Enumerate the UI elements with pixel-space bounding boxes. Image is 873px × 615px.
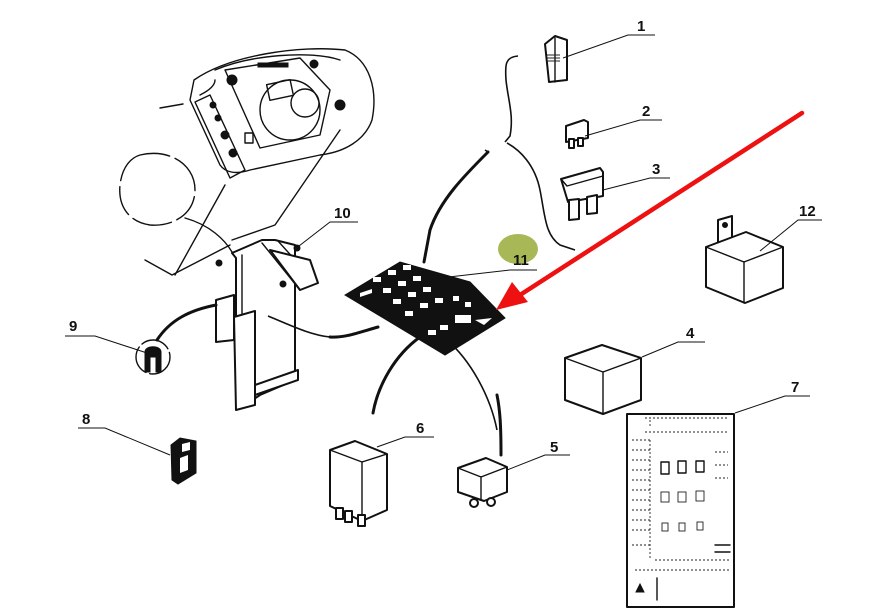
- part-7-layout-label: [626, 413, 735, 608]
- part-8-clip: [170, 437, 197, 485]
- callout-3[interactable]: 3: [652, 161, 660, 178]
- leader-lines: [65, 34, 822, 471]
- part-5-small-relay: [457, 457, 508, 508]
- red-arrow: [496, 110, 805, 310]
- mounting-bracket: [215, 239, 319, 411]
- callout-9[interactable]: 9: [69, 318, 77, 335]
- callout-2[interactable]: 2: [642, 103, 650, 120]
- callout-7[interactable]: 7: [791, 379, 799, 396]
- wires: [155, 55, 576, 457]
- part-4-relay: [564, 344, 642, 415]
- dashboard-console: [119, 48, 375, 276]
- part-12-relay-with-tab: [705, 215, 784, 304]
- part-2-mini-fuse: [565, 119, 589, 149]
- part-3-maxi-fuse: [560, 167, 604, 221]
- highlight-marker: [498, 234, 538, 264]
- callout-8[interactable]: 8: [82, 411, 90, 428]
- callout-10[interactable]: 10: [334, 205, 351, 222]
- callout-5[interactable]: 5: [550, 439, 558, 456]
- part-1-connector: [544, 35, 568, 83]
- callout-1[interactable]: 1: [637, 18, 645, 35]
- callout-6[interactable]: 6: [416, 420, 424, 437]
- callout-4[interactable]: 4: [686, 325, 695, 342]
- fuse-relay-board: [344, 261, 506, 356]
- part-6-relay: [329, 440, 388, 527]
- callout-11[interactable]: 11: [513, 252, 529, 269]
- callout-12[interactable]: 12: [799, 203, 816, 220]
- callout-labels: 1 2 3 4 5 6 7 8 9 10 11 12: [69, 18, 816, 456]
- part-9-fastener-detail: [135, 339, 171, 375]
